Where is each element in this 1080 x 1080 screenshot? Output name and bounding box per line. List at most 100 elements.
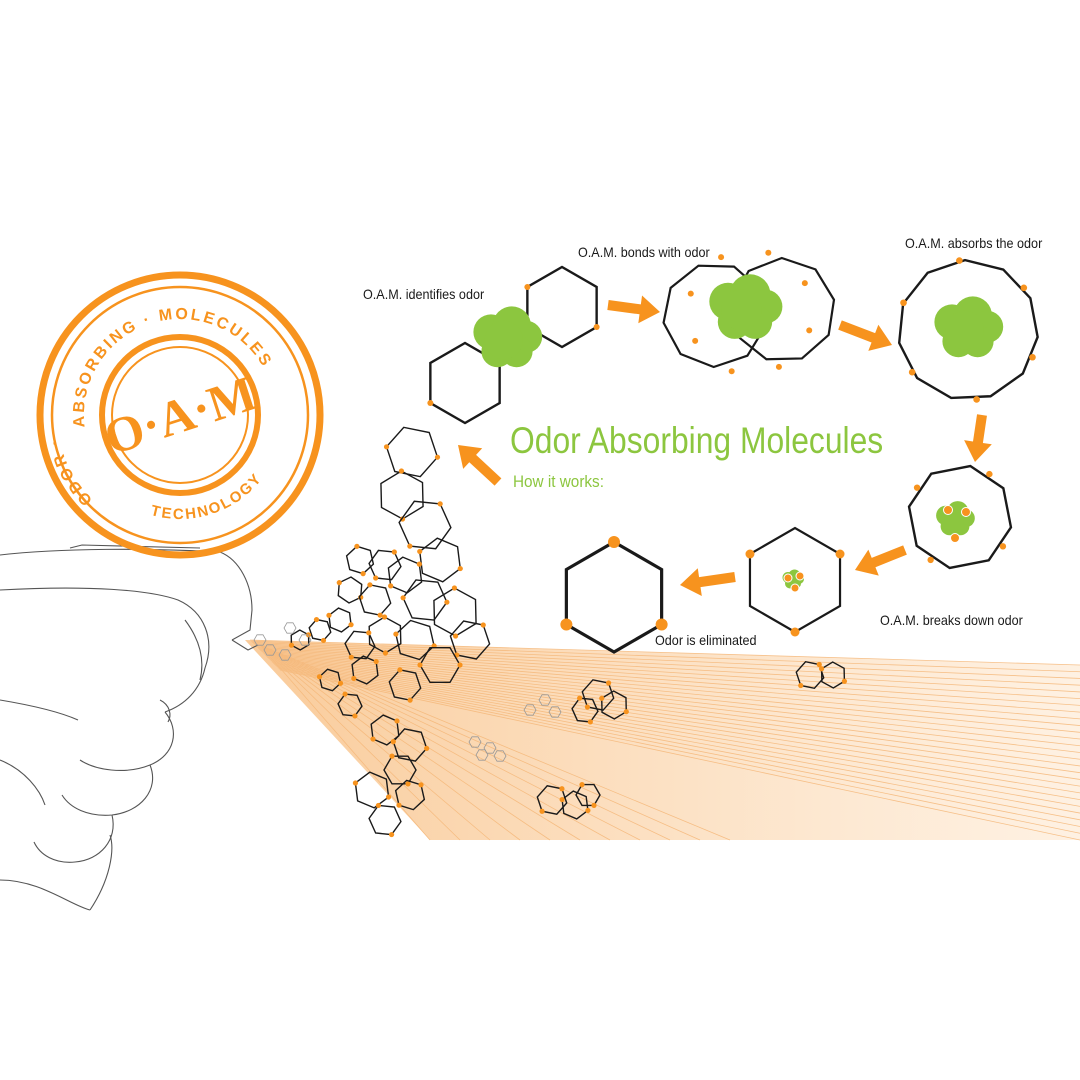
spray-line [252, 641, 1080, 679]
spray-line [259, 644, 581, 841]
mist-molecule [263, 644, 277, 656]
hand-spray-bottle [0, 544, 259, 911]
atom-dot [593, 324, 600, 330]
atom-dot [795, 571, 805, 581]
odor-absorbed [934, 296, 1004, 358]
hexagon-molecule [358, 584, 392, 616]
atom-dot [560, 618, 573, 631]
atom-dot [524, 284, 531, 290]
atom-dot [783, 573, 793, 583]
atom-dot [407, 543, 413, 549]
spray-line [259, 648, 1080, 720]
atom-dot [370, 736, 376, 742]
oam-stamp [36, 271, 324, 559]
atom-dot [798, 682, 804, 689]
spray-line [271, 661, 1080, 794]
atom-dot [806, 327, 813, 334]
atom-dot [687, 290, 694, 297]
hexagon-molecule [354, 771, 390, 809]
mist-molecule [298, 634, 312, 646]
spray-line [256, 646, 1080, 706]
spray-fan [245, 639, 1080, 841]
main-title: Odor Absorbing Molecules [510, 420, 884, 461]
atom-dot [342, 691, 348, 697]
atom-dot [961, 507, 971, 517]
spray-line [254, 644, 1080, 693]
atom-dot [480, 622, 486, 628]
atom-dot [424, 745, 430, 751]
atom-dot [381, 614, 388, 620]
spray-line [261, 651, 1080, 733]
arrow-to-absorb [838, 320, 892, 351]
atom-dot [400, 595, 406, 601]
atom-dot [337, 680, 344, 686]
atom-dot [388, 831, 395, 838]
spray-line [260, 649, 1080, 726]
odor-identified [473, 306, 543, 368]
atom-dot [352, 780, 359, 786]
atom-dot [790, 627, 800, 637]
atom-dot [288, 642, 295, 648]
atom-dot [427, 400, 434, 406]
atom-dot [900, 299, 907, 307]
atom-dot [348, 654, 354, 660]
atom-dot [559, 786, 565, 792]
atom-dot [745, 549, 755, 559]
atom-dot [587, 719, 593, 725]
odor-breaking [936, 501, 975, 536]
atom-dot [765, 249, 772, 256]
atom-dot [908, 368, 916, 376]
arrow-start [458, 445, 502, 486]
atom-dot [608, 536, 620, 548]
mist-molecule [278, 649, 292, 661]
hexagon-molecule [380, 470, 424, 520]
odor-lobe [721, 289, 762, 331]
atom-dot [559, 796, 565, 803]
hexagon-molecule [345, 545, 375, 575]
atom-dot [999, 543, 1007, 550]
spray-line [258, 647, 1080, 713]
atom-dot [655, 618, 668, 631]
process-arrows [458, 295, 992, 596]
hexagon-molecule [564, 540, 664, 654]
hexagon-molecule [368, 804, 402, 836]
process-cycle [427, 249, 1039, 654]
atom-dot [444, 599, 450, 605]
atom-dot [956, 257, 963, 264]
atom-dot [417, 548, 423, 555]
atom-dot [539, 808, 545, 814]
spray-line [259, 644, 701, 841]
step-label-identifies: O.A.M. identifies odor [363, 286, 485, 302]
hexagon-molecule [398, 500, 452, 550]
atom-dot [591, 802, 597, 808]
spray-line [259, 644, 731, 841]
atom-dot [973, 396, 980, 403]
spray-line [278, 668, 1080, 834]
atom-dot [801, 280, 808, 287]
atom-dot [417, 662, 423, 668]
atom-dot [397, 667, 403, 673]
spray-line [262, 652, 1080, 740]
spray-line [270, 660, 1080, 787]
spray-line [251, 640, 1080, 673]
atom-dot [841, 678, 848, 684]
odor-lobe [484, 320, 523, 360]
mist-molecule [538, 694, 552, 706]
atom-dot [407, 697, 413, 703]
mist-molecule [493, 750, 507, 762]
atom-dot [367, 582, 373, 588]
absorbing-ring [897, 258, 1039, 400]
spray-line [259, 644, 641, 841]
step-label-absorbs: O.A.M. absorbs the odor [905, 235, 1043, 251]
atom-dot [388, 583, 394, 589]
mist-molecule [475, 749, 489, 761]
atom-dot [305, 632, 312, 638]
spray-line [266, 655, 1080, 760]
atom-dot [1029, 353, 1036, 361]
atom-dot [382, 650, 389, 656]
atom-dot [373, 658, 379, 665]
atom-dot [391, 549, 397, 555]
atom-dot [605, 680, 612, 686]
atom-dot [451, 585, 458, 591]
atom-dot [585, 807, 591, 814]
